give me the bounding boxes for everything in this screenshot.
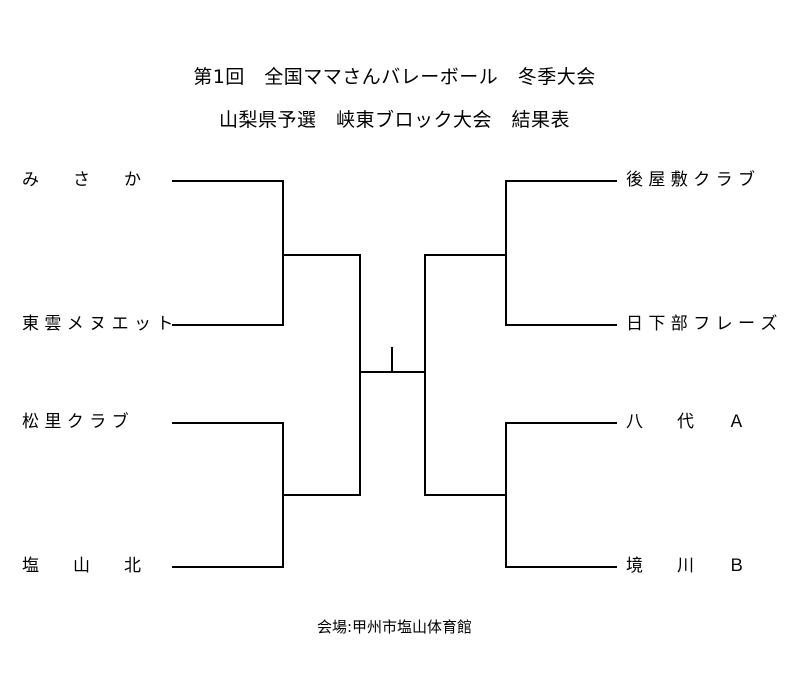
page-title-line-1: 第1回 全国ママさんバレーボール 冬季大会 — [193, 66, 596, 88]
team-label-right-3: 八 代 Ａ — [626, 412, 745, 432]
team-label-left-2: 東 雲 メ ヌ エ ッ ト — [22, 314, 174, 334]
team-label-left-3: 松 里 ク ラ ブ — [22, 412, 129, 432]
team-label-right-2: 日 下 部 フ レ ー ズ — [626, 314, 778, 334]
team-label-left-4: 塩 山 北 — [22, 556, 141, 576]
venue-label: 会場:甲州市塩山体育館 — [316, 618, 473, 636]
page-title-line-2: 山梨県予選 峡東ブロック大会 結果表 — [218, 109, 570, 131]
team-label-left-1: み さ か — [22, 170, 141, 190]
team-label-right-4: 境 川 Ｂ — [626, 556, 745, 576]
team-label-right-1: 後 屋 敷 ク ラ ブ — [626, 170, 756, 190]
